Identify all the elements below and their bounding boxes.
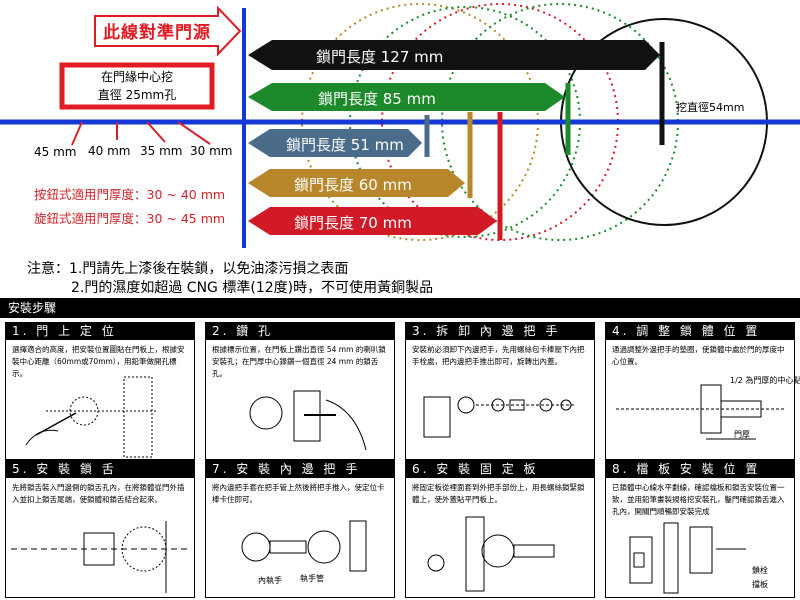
center-hole-box xyxy=(59,62,215,110)
arrow-127-label: 鎖門長度 127 mm xyxy=(316,48,444,66)
step-2-figure xyxy=(249,390,367,451)
note-line-2: 2.門的濕度如超過 CNG 標準(12度)時，不可使用黃銅製品 xyxy=(71,280,434,296)
step-7-desc: 將內邊把手套在把手管上然後將把手推入，使定位卡棒卡住即可。 xyxy=(212,483,385,504)
backset-35: 35 mm xyxy=(140,144,183,158)
latch-bolt-label: 鎖栓 xyxy=(752,566,768,575)
step-5: 5. 安 裝 鎖 舌 先將鎖舌裝入門邊側的鎖舌孔內，在將鎖體從門外插入並扣上鎖舌… xyxy=(5,460,195,598)
step-5-desc: 先將鎖舌裝入門邊側的鎖舌孔內，在將鎖體從門外插入並扣上鎖舌尾端，使鎖體和鎖舌結合… xyxy=(12,483,185,504)
center-hole-note-line1: 在門緣中心挖 xyxy=(100,70,173,84)
step-7-title: 7. 安 裝 內 邊 把 手 xyxy=(206,461,394,478)
door-edge-callout-arrow xyxy=(94,5,242,57)
big-hole-label: 挖直徑54mm xyxy=(676,101,745,114)
backset-30: 30 mm xyxy=(190,144,233,158)
turn-thickness: 旋鈕式適用門厚度：30 ~ 45 mm xyxy=(34,211,226,226)
step-1-figure xyxy=(25,376,156,458)
step-1-desc: 選擇適合的高度，把安裝位置圖貼在門板上，根據安裝中心距離（60mm或70mm），… xyxy=(12,345,185,378)
center-hole-note-line2: 直徑 25mm孔 xyxy=(97,88,177,102)
arrow-85 xyxy=(248,83,565,111)
arrow-70-label: 鎖門長度 70 mm xyxy=(294,214,412,232)
arrow-60 xyxy=(248,169,465,197)
step-8-figure xyxy=(629,522,746,594)
step-5-title: 5. 安 裝 鎖 舌 xyxy=(6,461,194,478)
arrow-127 xyxy=(248,40,660,70)
backset-45: 45 mm xyxy=(34,145,77,159)
step-3: 3. 拆 卸 內 邊 把 手 安裝前必須卸下內邊把手，先用螺絲包卡棒壓下內把手栓… xyxy=(405,322,595,460)
door-thickness-label: 門厚 xyxy=(734,430,750,439)
arrow-51-label: 鎖門長度 51 mm xyxy=(286,136,404,154)
step-6-figure xyxy=(427,516,555,592)
step-1-title: 1. 門 上 定 位 xyxy=(6,323,194,340)
step-2-desc: 根據標示位置，在門板上鑽出直徑 54 mm 的喇叭鎖安裝孔；在門厚中心錄鑽一個直… xyxy=(212,345,386,378)
note-line-1: 注意：1.門請先上漆後在裝鎖，以免油漆污損之表面 xyxy=(27,261,349,277)
step-3-title: 3. 拆 卸 內 邊 把 手 xyxy=(406,323,594,340)
step-1: 1. 門 上 定 位 選擇適合的高度，把安裝位置圖貼在門板上，根據安裝中心距離（… xyxy=(5,322,195,460)
step-6-desc: 將固定板從裡面套到外把手部份上，用長螺絲鎖緊鎖體上，使外蓋貼平門板上。 xyxy=(412,483,585,504)
center-hole-note: 在門緣中心挖 直徑 25mm孔 xyxy=(62,68,212,104)
step-2: 2. 鑽 孔 根據標示位置，在門板上鑽出直徑 54 mm 的喇叭鎖安裝孔；在門厚… xyxy=(205,322,395,460)
installation-diagram xyxy=(0,3,800,248)
step-6: 6. 安 裝 固 定 板 將固定板從裡面套到外把手部份上，用長螺絲鎖緊鎖體上，使… xyxy=(405,460,595,598)
step-7-figure xyxy=(241,520,367,572)
arrow-60-label: 鎖門長度 60 mm xyxy=(294,176,412,194)
step-3-desc: 安裝前必須卸下內邊把手，先用螺絲包卡棒壓下內把手栓處，把內邊把手推出即可，旋轉出… xyxy=(412,345,585,366)
knob-tube-label: 執手管 xyxy=(300,574,324,583)
arrow-51 xyxy=(248,129,422,157)
step-5-figure xyxy=(11,521,191,593)
inner-knob-label: 內執手 xyxy=(258,576,282,585)
step-7: 7. 安 裝 內 邊 把 手 將內邊把手套在把手管上然後將把手推入，使定位卡棒卡… xyxy=(205,460,395,598)
step-6-title: 6. 安 裝 固 定 板 xyxy=(406,461,594,478)
door-edge-callout: 此線對準門源 xyxy=(103,23,211,43)
step-3-figure xyxy=(423,396,576,438)
step-8-desc: 已鎖體中心線水平劃線，確認檔板和鎖舌安裝位置一致，並用鉛筆畫製規格挖安裝孔，鑿門… xyxy=(612,483,785,516)
step-8-title: 8. 檔 板 安 裝 位 置 xyxy=(606,461,794,478)
arrow-70 xyxy=(248,207,497,235)
half-door-label: 1/2 為門厚的中心點 xyxy=(730,376,800,385)
backset-40: 40 mm xyxy=(88,144,131,158)
step-2-title: 2. 鑽 孔 xyxy=(206,323,394,340)
step-4-figure xyxy=(616,384,786,440)
step-4-title: 4. 調 整 鎖 體 位 置 xyxy=(606,323,794,340)
strike-plate-label: 擋板 xyxy=(752,580,768,589)
step-4-desc: 通過調整外邊把手的墊圈，使鎖體中處於門的厚度中心位置。 xyxy=(612,345,785,366)
arrow-85-label: 鎖門長度 85 mm xyxy=(318,90,436,108)
step-8: 8. 檔 板 安 裝 位 置 已鎖體中心線水平劃線，確認檔板和鎖舌安裝位置一致，… xyxy=(605,460,795,598)
knob-thickness: 按鈕式適用門厚度：30 ~ 40 mm xyxy=(34,187,226,202)
step-4: 4. 調 整 鎖 體 位 置 通過調整外邊把手的墊圈，使鎖體中處於門的厚度中心位… xyxy=(605,322,800,460)
steps-header: 安裝步驟 xyxy=(0,298,800,318)
